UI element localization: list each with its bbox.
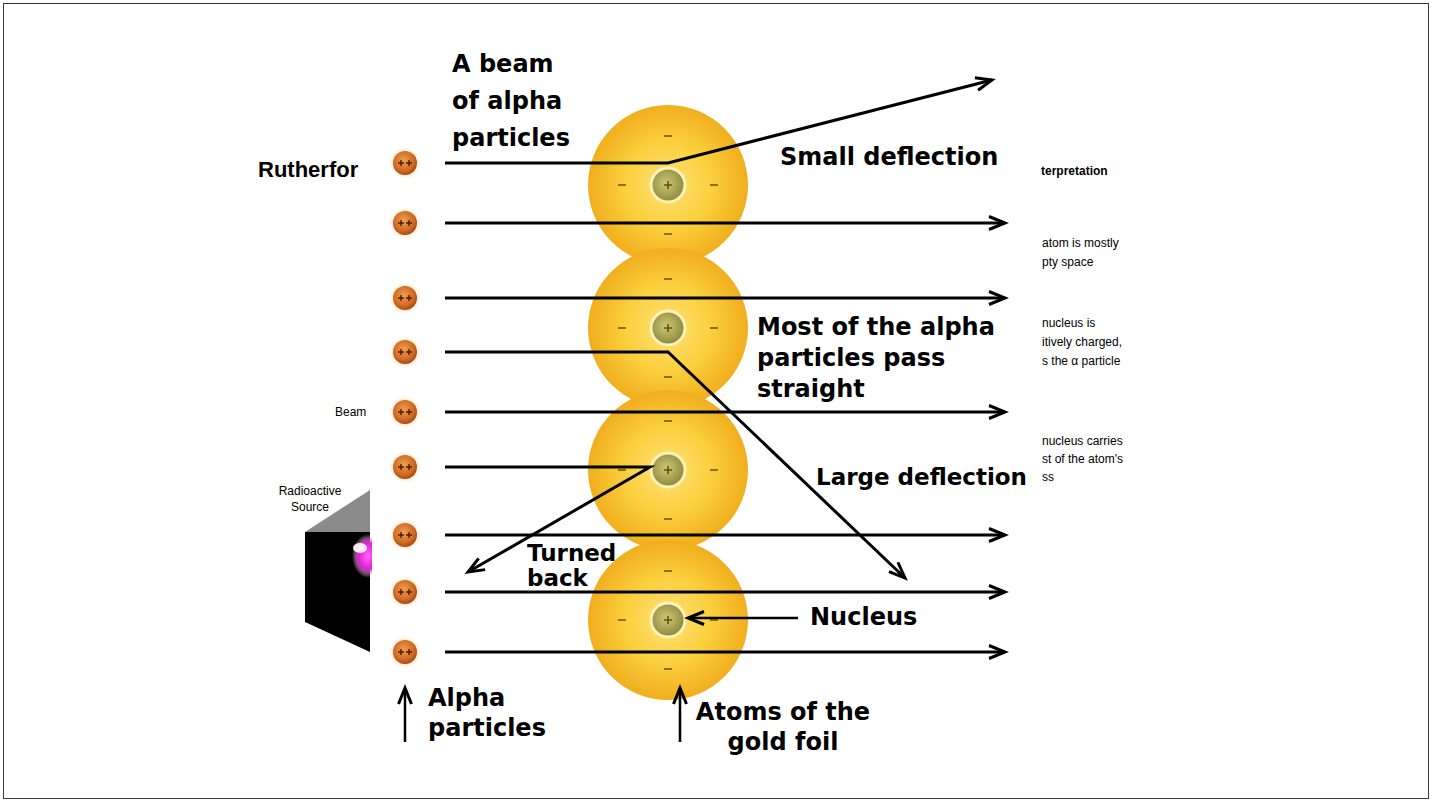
trajectories [445,80,1005,652]
alpha-label: Alpha particles [428,683,546,743]
deflection-label: Small deflection [780,143,998,171]
deflection-label: Large deflection [816,463,1027,491]
beam-caption: A beam of alpha particles [452,46,570,157]
alpha-particles [388,146,422,669]
source-label: Radioactive Source [262,483,358,515]
turned-back-label: Turned back [527,541,616,591]
interpretation-note: nucleus is itively charged, s the α part… [1042,314,1122,371]
column-heading: terpretation [1041,163,1108,179]
beam-label: Beam [335,404,366,420]
picture-ground [372,40,1038,760]
interpretation-note: atom is mostly pty space [1042,234,1119,272]
nuclei [651,168,685,637]
slide-title: Rutherfor [258,157,358,183]
foil-label: Atoms of the gold foil [690,697,876,757]
interpretation-note: nucleus carries st of the atom's ss [1042,432,1123,486]
nucleus-label: Nucleus [810,603,917,631]
gold-atoms [588,105,748,700]
charge-signs [618,136,718,669]
alpha-charge-signs [398,160,412,655]
pass-label: Most of the alpha particles pass straigh… [757,312,995,405]
slide-frame [4,4,1429,799]
